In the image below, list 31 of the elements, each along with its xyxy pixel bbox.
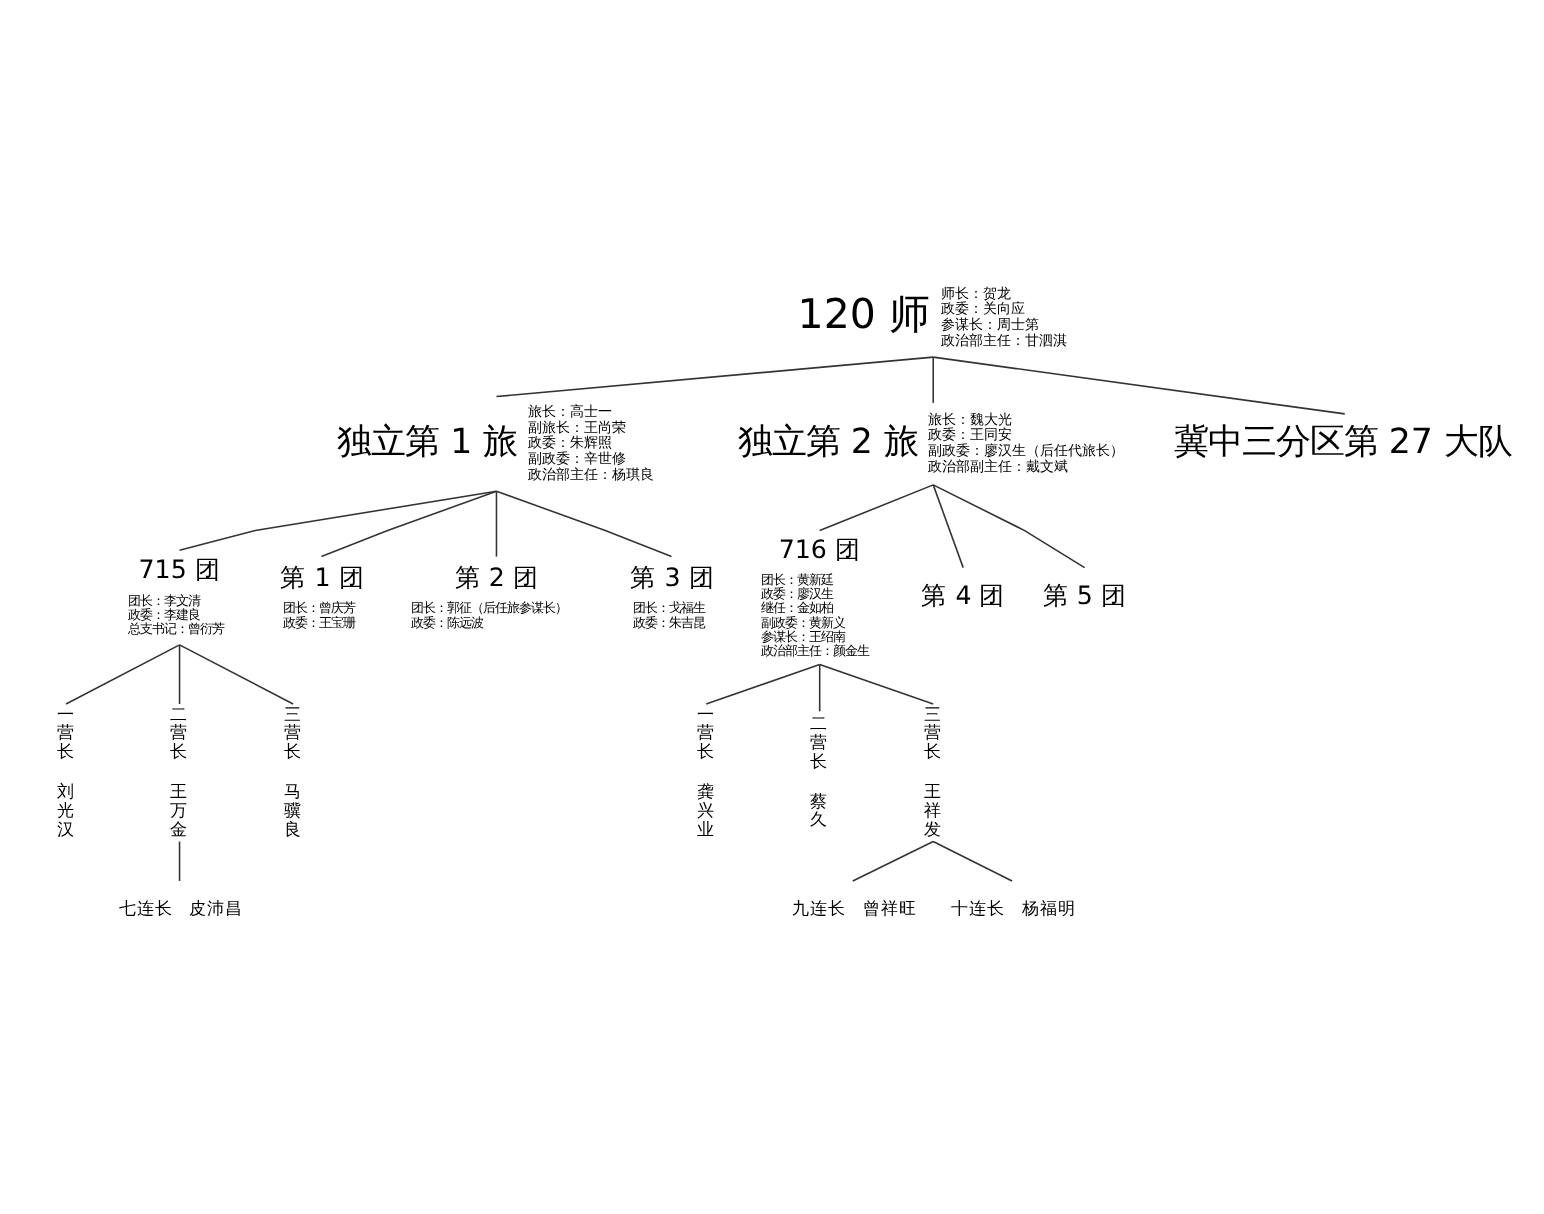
node-text: 十连长 杨福明 (951, 898, 1076, 919)
connector (178, 489, 498, 551)
connector (320, 489, 498, 557)
connector (818, 483, 934, 531)
node-text: 第 4 团 (921, 578, 1006, 609)
node-text: 一营长 龚兴业 (696, 704, 715, 840)
connector (932, 355, 934, 403)
node-text: 二营长 蔡久 (810, 713, 829, 831)
connector (852, 839, 934, 881)
connector (495, 489, 673, 557)
connector (705, 662, 821, 704)
connector (495, 489, 498, 557)
node-text: 三营长 马骥良 (283, 704, 302, 840)
node-text: 冀中三分区第 27 大队 (1173, 421, 1512, 462)
connector (818, 662, 821, 712)
connector (932, 355, 1346, 414)
connector (65, 643, 181, 704)
connector (178, 839, 181, 881)
node-text: 七连长 皮沛昌 (118, 898, 244, 919)
connector (495, 355, 934, 397)
connector (932, 483, 1086, 568)
connector (932, 483, 964, 568)
connector (818, 662, 934, 704)
node-text: 九连长 曾祥旺 (792, 898, 917, 919)
node-text: 二营长 王万金 (170, 704, 189, 840)
node-text: 一营长 刘光汉 (56, 704, 75, 840)
connector (178, 643, 294, 704)
node-text: 第 5 团 (1042, 578, 1127, 609)
connector (932, 839, 1013, 881)
node-text: 三营长 王祥发 (923, 704, 942, 840)
connector (178, 643, 181, 704)
